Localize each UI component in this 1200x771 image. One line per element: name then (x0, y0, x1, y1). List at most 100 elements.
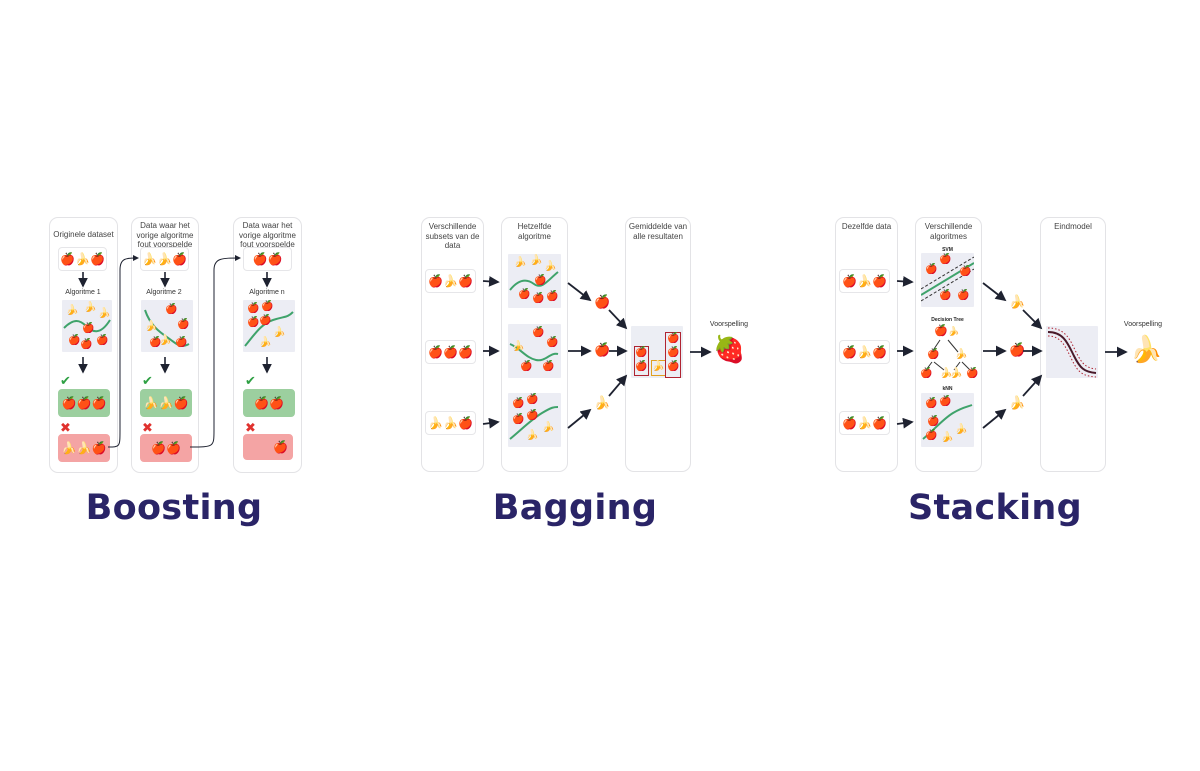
apple-icon: 🍎 (920, 368, 933, 379)
banana-icon: 🍌 (857, 345, 872, 359)
apple-icon: 🍎 (247, 317, 260, 328)
apple-icon: 🍎 (259, 315, 272, 326)
prediction-label: Voorspelling (1123, 321, 1163, 328)
apple-icon: 🍎 (254, 396, 269, 410)
classification-plot: 🍌 🍎 🍎 🍎 🍎 (508, 324, 561, 378)
column-header: Data waar het vorige algoritme fout voor… (239, 221, 296, 249)
apple-icon: 🍎 (171, 252, 187, 266)
bagging-arrows (482, 276, 712, 429)
apple-icon: 🍎 (925, 398, 938, 409)
decision-boundary (244, 311, 294, 347)
banana-icon: 🍌 (66, 305, 79, 316)
banana-icon: 🍌 (950, 368, 963, 379)
check-icon: ✔ (60, 373, 71, 388)
banana-icon: 🍌 (157, 252, 172, 266)
classification-plot: 🍌 🍌 🍌 🍎 🍎 🍎 🍎 (62, 300, 112, 352)
banana-icon: 🍌 (98, 308, 111, 319)
apple-icon: 🍎 (269, 396, 284, 410)
banana-icon: 🍌 (542, 422, 555, 433)
algorithm-label: Algoritme 2 (146, 289, 182, 296)
apple-icon: 🍎 (520, 361, 533, 372)
subset-card: 🍎🍌🍎 (425, 269, 476, 293)
column-header: Hetzelfde algoritme (517, 222, 552, 241)
banana-icon: 🍌 (443, 274, 458, 288)
column-header: Gemiddelde van alle resultaten (628, 222, 688, 241)
apple-icon: 🍎 (91, 441, 107, 455)
bagging-title: Bagging (492, 488, 658, 528)
banana-icon: 🍌 (61, 441, 77, 455)
apple-icon: 🍎 (91, 396, 107, 410)
apple-icon: 🍎 (939, 396, 952, 407)
banana-icon: 🍌 (857, 274, 872, 288)
subset-card: 🍌🍌🍎 (425, 411, 476, 435)
apple-icon: 🍎 (165, 304, 178, 315)
banana-icon: 🍌 (526, 430, 539, 441)
apple-icon: 🍎 (149, 337, 162, 348)
strawberry-icon: 🍓 (713, 334, 746, 364)
apple-icon: 🍎 (594, 294, 611, 309)
algorithm-label: Algoritme 1 (65, 289, 101, 296)
sigmoid-band (1047, 327, 1097, 370)
model-label-knn: kNN (942, 386, 953, 392)
dataset-card: 🍎🍌🍎 (58, 247, 107, 271)
dataset-card: 🍎🍎 (243, 247, 292, 271)
apple-icon: 🍎 (546, 337, 559, 348)
apple-icon: 🍎 (526, 394, 539, 405)
banana-icon: 🍌 (530, 255, 543, 266)
apple-icon: 🍎 (457, 416, 473, 430)
decision-boundary (509, 343, 559, 362)
prediction-label: Voorspelling (709, 321, 749, 328)
apple-icon: 🍎 (82, 323, 95, 334)
apple-icon: 🍎 (542, 361, 555, 372)
banana-icon: 🍌 (428, 416, 444, 430)
apple-icon: 🍎 (177, 319, 190, 330)
apple-icon: 🍎 (667, 347, 680, 358)
data-card: 🍎🍌🍎 (839, 269, 890, 293)
decision-boundary (922, 404, 973, 440)
correct-predictions-card: 🍎🍎🍎 (58, 389, 110, 417)
apple-icon: 🍎 (267, 252, 283, 266)
svm-margin (921, 268, 974, 302)
correct-predictions-card: 🍎🍎 (243, 389, 295, 417)
decision-boundary (63, 319, 111, 333)
apple-icon: 🍎 (934, 325, 948, 337)
classification-plot: 🍌 🍌 🍌 🍎 🍎 🍎 🍎 (508, 254, 561, 308)
boosting-title: Boosting (85, 488, 263, 528)
apple-icon: 🍎 (546, 291, 559, 302)
apple-icon: 🍎 (60, 252, 76, 266)
apple-icon: 🍎 (594, 342, 611, 357)
apple-icon: 🍎 (428, 345, 444, 359)
banana-icon: 🍌 (512, 341, 525, 352)
correct-predictions-card: 🍌🍌🍎 (140, 389, 192, 417)
apple-icon: 🍎 (635, 361, 648, 372)
apple-icon: 🍎 (871, 274, 887, 288)
apple-icon: 🍎 (252, 252, 268, 266)
banana-icon: 🍌 (273, 327, 286, 338)
apple-icon: 🍎 (526, 410, 539, 421)
banana-icon: 🍌 (948, 326, 960, 336)
banana-icon: 🍌 (514, 257, 527, 268)
stacking-title: Stacking (908, 488, 1082, 528)
stacking-arrows (896, 276, 1128, 429)
column-header: Eindmodel (1054, 222, 1092, 231)
column-header: Dezelfde data (841, 222, 892, 231)
apple-icon: 🍎 (957, 290, 970, 301)
decision-boundary (509, 406, 559, 440)
apple-icon: 🍎 (261, 301, 274, 312)
svm-margin (921, 256, 974, 290)
banana-icon: 🍌 (143, 396, 159, 410)
boosting-connectors (107, 255, 241, 448)
apple-icon: 🍎 (96, 335, 109, 346)
apple-icon: 🍎 (871, 345, 887, 359)
apple-icon: 🍎 (939, 254, 952, 265)
apple-icon: 🍎 (457, 345, 473, 359)
banana-icon: 🍌 (159, 335, 172, 346)
cross-icon: ✖ (142, 420, 153, 435)
wrong-predictions-card: 🍎 (243, 434, 293, 460)
apple-icon: 🍎 (959, 266, 972, 277)
data-card: 🍎🍌🍎 (839, 340, 890, 364)
apple-icon: 🍎 (927, 349, 940, 360)
apple-icon: 🍎 (76, 396, 92, 410)
cross-icon: ✖ (245, 420, 256, 435)
model-label-svm: SVM (942, 247, 953, 253)
